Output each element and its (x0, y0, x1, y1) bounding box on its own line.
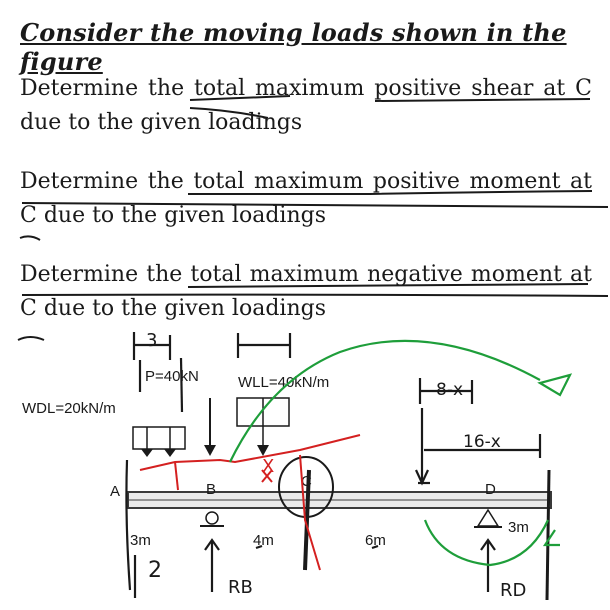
annotation-x: X (262, 456, 275, 477)
point-a-label: A (110, 483, 120, 500)
tick-mark-3 (17, 336, 45, 341)
point-b-label: B (206, 481, 216, 498)
c-section-line (303, 469, 311, 571)
right-wall-line (545, 469, 551, 601)
rb-arrow (204, 538, 220, 592)
dead-load-arrowhead-2 (164, 449, 176, 457)
question-positive-shear: Determine the total maximum positive she… (20, 76, 592, 135)
tick-mark-2 (19, 235, 41, 241)
green-arc-top (229, 339, 541, 463)
page-title: Consider the moving loads shown in the f… (20, 18, 567, 76)
black-handwriting (125, 332, 551, 601)
question-positive-moment: Determine the total maximum positive mom… (20, 169, 592, 228)
underline-line-3 (21, 293, 609, 297)
span-top-right-bracket (236, 333, 292, 358)
green-arrowhead (537, 373, 573, 397)
red-influence-line (139, 434, 361, 571)
green-tick-right (542, 529, 560, 547)
dim-cd-tick (371, 544, 379, 550)
red-line-upper (139, 434, 361, 471)
live-load-label: WLL=40kN/m (238, 374, 329, 391)
span-8x-bracket (418, 378, 474, 404)
rd-arrow (480, 538, 496, 592)
dead-load-arrowhead-1 (141, 449, 153, 457)
underline-positive-moment (188, 190, 593, 195)
green-arc-bottom (423, 519, 550, 567)
annotation-8-x: 8-x (436, 380, 464, 400)
annotation-16-x: 16-x (463, 432, 501, 452)
annotation-2: 2 (148, 558, 162, 583)
annotation-rd: RD (500, 580, 527, 601)
dim-ab: 3m (130, 532, 151, 549)
red-x-mark (261, 469, 273, 483)
text-underlines (17, 95, 609, 341)
point-load-arrowhead (204, 445, 216, 456)
support-d-pin (476, 508, 500, 527)
left-tick-2 (179, 357, 184, 413)
underline-curve (189, 107, 269, 119)
dim-de: 3m (508, 519, 529, 536)
red-drop (174, 461, 179, 491)
dead-load-block (132, 426, 186, 450)
span-3-bracket (132, 332, 172, 360)
span-16x-line (424, 434, 542, 458)
left-wall-line (125, 459, 132, 591)
green-curves (229, 339, 573, 567)
dim-bc: 4m (253, 532, 274, 549)
point-c-label: C (301, 473, 312, 490)
underline-line-2 (21, 202, 609, 208)
live-load-arrowhead (257, 445, 269, 456)
dim-cd: 6m (365, 532, 386, 549)
point-d-label: D (485, 481, 496, 498)
question-negative-moment: Determine the total maximum negative mom… (20, 262, 592, 321)
underline-negative-moment (187, 283, 589, 288)
annotation-rb: RB (228, 577, 253, 598)
red-line-lower (299, 454, 321, 571)
dim-bc-tick (255, 544, 263, 550)
underline-positive-shear (374, 98, 591, 102)
annotation-3: 3 (146, 330, 158, 351)
support-b-roller (205, 511, 219, 525)
dead-load-label: WDL=20kN/m (22, 400, 116, 417)
moving-load-arrow (415, 408, 429, 486)
point-load-label: P=40kN (145, 368, 199, 385)
underline-maximum (189, 95, 291, 101)
